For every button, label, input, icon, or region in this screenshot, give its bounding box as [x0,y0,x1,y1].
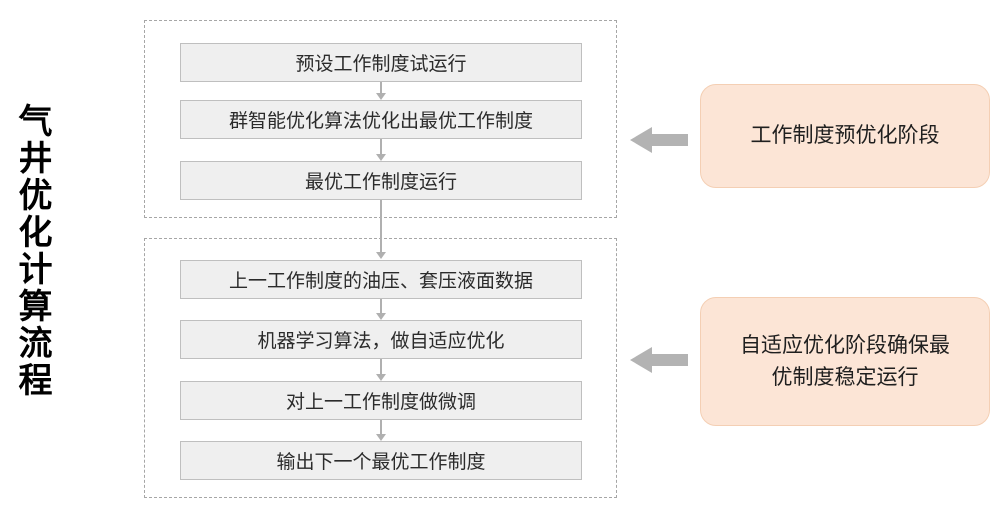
arrow-down-icon [376,359,386,381]
flow-step-output-next: 输出下一个最优工作制度 [180,441,582,480]
arrow-tip [376,434,386,441]
arrow-stem [380,139,382,155]
arrow-tip [376,313,386,320]
flow-step-pressure-data: 上一工作制度的油压、套压液面数据 [180,260,582,299]
arrow-tip [376,374,386,381]
flow-step-fine-tune: 对上一工作制度做微调 [180,381,582,420]
arrow-tip [376,252,386,259]
flow-step-preset-trial: 预设工作制度试运行 [180,43,582,82]
arrow-stem [380,82,382,94]
arrow-stem [380,299,382,314]
stage1-callout: 工作制度预优化阶段 [700,84,990,188]
block-arrow-left-icon [630,127,688,153]
flow-step-swarm-optimization: 群智能优化算法优化出最优工作制度 [180,100,582,139]
arrow-stem [380,420,382,435]
stage2-callout: 自适应优化阶段确保最优制度稳定运行 [700,297,990,426]
flow-step-machine-learning: 机器学习算法，做自适应优化 [180,320,582,359]
flow-step-optimal-run: 最优工作制度运行 [180,161,582,200]
block-arrow-head [630,347,652,373]
arrow-tip [376,93,386,100]
diagram-title: 气井优化计算流程 [13,103,51,399]
block-arrow-tail [651,354,688,366]
arrow-stem [380,200,382,253]
arrow-stem [380,359,382,375]
block-arrow-tail [651,134,688,146]
arrow-tip [376,154,386,161]
arrow-down-icon [376,420,386,441]
arrow-down-icon [376,139,386,161]
block-arrow-left-icon [630,347,688,373]
arrow-down-icon [376,82,386,100]
arrow-down-stage-link-icon [376,200,386,259]
block-arrow-head [630,127,652,153]
arrow-down-icon [376,299,386,320]
